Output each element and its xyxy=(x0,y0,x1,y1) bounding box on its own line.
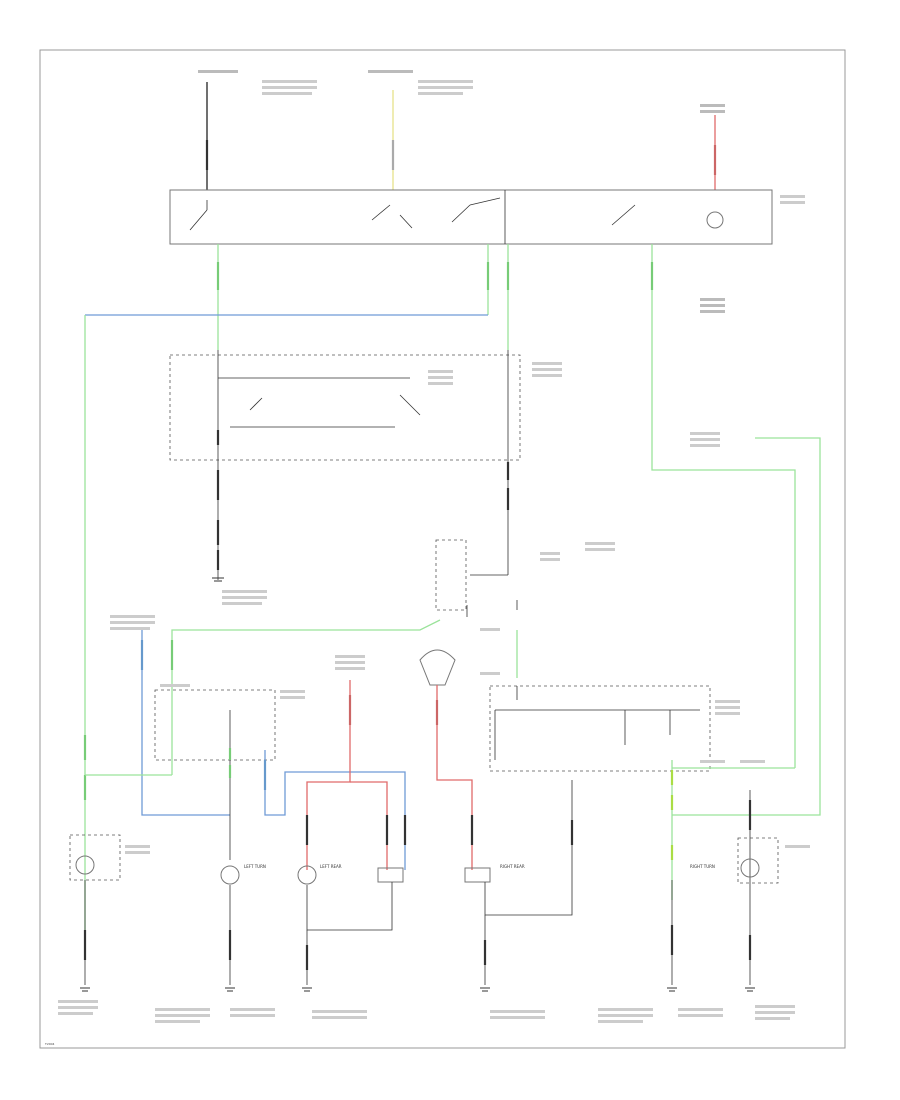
indicator-lamp-icon xyxy=(706,211,724,229)
flasher-module xyxy=(169,354,521,461)
connector-icon xyxy=(419,649,456,686)
switch-contacts xyxy=(189,190,636,244)
ground-symbols xyxy=(80,987,755,992)
lamp-left-rear xyxy=(297,865,317,885)
lamp-left-turn xyxy=(220,865,240,885)
svg-text:RIGHT REAR: RIGHT REAR xyxy=(500,864,525,869)
ground-icon xyxy=(212,577,224,582)
diagram-border xyxy=(39,49,846,1049)
page-code: T2004 xyxy=(44,1042,55,1046)
svg-text:RIGHT TURN: RIGHT TURN xyxy=(690,864,715,869)
top-connector-labels xyxy=(198,70,725,313)
lamp-left-marker xyxy=(75,855,95,875)
lamp-right-marker xyxy=(740,858,760,878)
svg-text:LEFT REAR: LEFT REAR xyxy=(320,864,342,869)
svg-text:LEFT TURN: LEFT TURN xyxy=(244,864,266,869)
bottom-captions xyxy=(58,1000,795,1023)
switch-box xyxy=(169,189,773,245)
ground-drops xyxy=(83,880,752,985)
